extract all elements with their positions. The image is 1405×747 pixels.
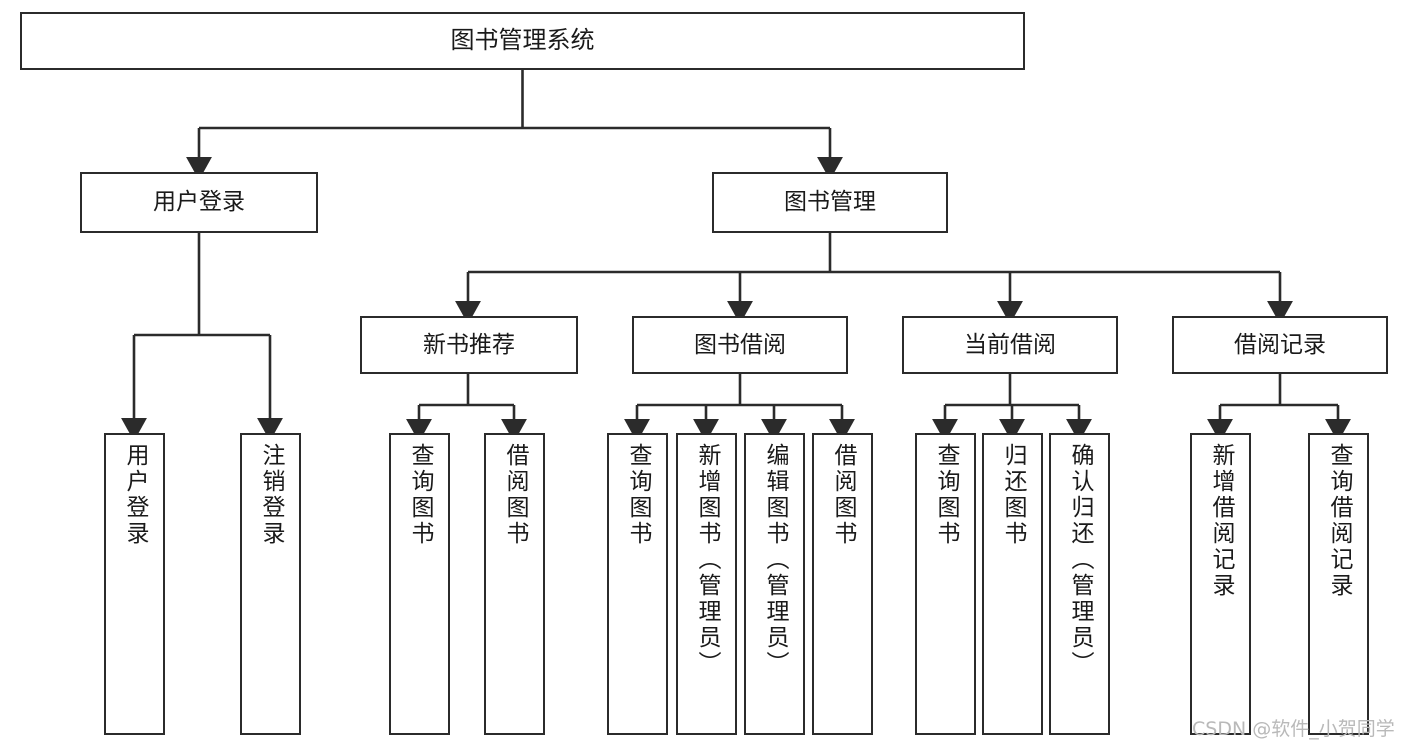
node-leaf-query-book-1-label: 查询图书 [407, 443, 433, 547]
node-leaf-query-record[interactable]: 查询借阅记录 [1308, 433, 1369, 735]
node-leaf-return-book-label: 归还图书 [1000, 443, 1026, 547]
node-user-login-label: 用户登录 [153, 189, 245, 216]
node-new-book-recommend[interactable]: 新书推荐 [360, 316, 578, 374]
node-leaf-edit-book-label: 编辑图书（管理员） [762, 443, 788, 677]
node-leaf-user-login[interactable]: 用户登录 [104, 433, 165, 735]
node-leaf-query-book-3[interactable]: 查询图书 [915, 433, 976, 735]
node-leaf-query-book-3-label: 查询图书 [933, 443, 959, 547]
node-book-borrow[interactable]: 图书借阅 [632, 316, 848, 374]
node-book-manage-label: 图书管理 [784, 189, 876, 216]
node-borrow-record[interactable]: 借阅记录 [1172, 316, 1388, 374]
node-book-manage[interactable]: 图书管理 [712, 172, 948, 233]
node-leaf-user-logout-label: 注销登录 [258, 443, 284, 547]
node-root[interactable]: 图书管理系统 [20, 12, 1025, 70]
node-borrow-record-label: 借阅记录 [1234, 331, 1326, 358]
node-leaf-query-book-2-label: 查询图书 [625, 443, 651, 547]
node-leaf-add-book[interactable]: 新增图书（管理员） [676, 433, 737, 735]
node-leaf-borrow-book-1[interactable]: 借阅图书 [484, 433, 545, 735]
node-leaf-borrow-book-2[interactable]: 借阅图书 [812, 433, 873, 735]
node-leaf-query-record-label: 查询借阅记录 [1326, 443, 1352, 599]
node-leaf-query-book-1[interactable]: 查询图书 [389, 433, 450, 735]
node-new-book-recommend-label: 新书推荐 [423, 331, 515, 358]
node-leaf-confirm-return-label: 确认归还（管理员） [1067, 443, 1093, 677]
node-leaf-add-record-label: 新增借阅记录 [1208, 443, 1234, 599]
node-leaf-add-book-label: 新增图书（管理员） [694, 443, 720, 677]
node-user-login[interactable]: 用户登录 [80, 172, 318, 233]
node-current-borrow-label: 当前借阅 [964, 331, 1056, 358]
node-leaf-confirm-return[interactable]: 确认归还（管理员） [1049, 433, 1110, 735]
node-current-borrow[interactable]: 当前借阅 [902, 316, 1118, 374]
node-leaf-borrow-book-1-label: 借阅图书 [502, 443, 528, 547]
node-leaf-add-record[interactable]: 新增借阅记录 [1190, 433, 1251, 735]
node-leaf-return-book[interactable]: 归还图书 [982, 433, 1043, 735]
csdn-watermark: CSDN @软件_小贺同学 [1192, 718, 1395, 740]
node-root-label: 图书管理系统 [450, 26, 595, 55]
node-leaf-borrow-book-2-label: 借阅图书 [830, 443, 856, 547]
node-leaf-user-logout[interactable]: 注销登录 [240, 433, 301, 735]
node-leaf-query-book-2[interactable]: 查询图书 [607, 433, 668, 735]
node-leaf-edit-book[interactable]: 编辑图书（管理员） [744, 433, 805, 735]
node-book-borrow-label: 图书借阅 [694, 331, 786, 358]
node-leaf-user-login-label: 用户登录 [122, 443, 148, 547]
